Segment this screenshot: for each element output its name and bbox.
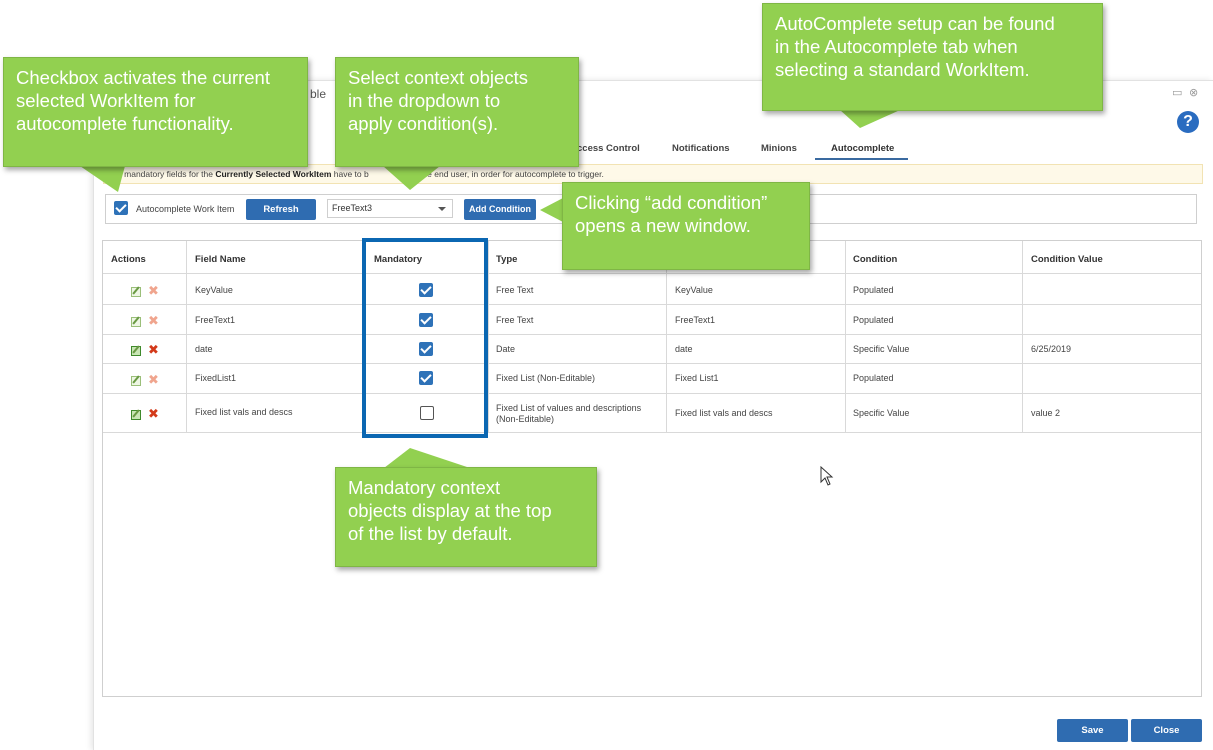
delete-icon[interactable]: ✖: [148, 342, 159, 357]
callout-autocomplete-tab: AutoComplete setup can be found in the A…: [762, 3, 1103, 111]
column-divider: [488, 241, 489, 433]
header-divider: [103, 273, 1201, 274]
tab-access-control[interactable]: ccess Control: [577, 143, 640, 154]
row-field-name: date: [195, 344, 213, 354]
row-context: Fixed list vals and descs: [675, 408, 773, 418]
chevron-down-icon: [438, 207, 446, 211]
tab-notifications[interactable]: Notifications: [672, 143, 730, 154]
row-mandatory-checkbox[interactable]: [419, 371, 433, 385]
row-field-name: FreeText1: [195, 315, 236, 325]
edit-icon[interactable]: [131, 346, 141, 356]
column-divider: [845, 241, 846, 433]
context-select-value: FreeText3: [332, 203, 373, 213]
row-condition: Populated: [853, 285, 894, 295]
window-title-fragment: ble: [310, 87, 327, 101]
row-type: Date: [496, 344, 516, 354]
conditions-table: [102, 240, 1202, 697]
row-field-name: Fixed list vals and descs: [195, 407, 293, 417]
row-condition: Specific Value: [853, 344, 910, 354]
edit-icon[interactable]: [131, 410, 141, 420]
header-type[interactable]: Type: [496, 254, 518, 265]
header-mandatory[interactable]: Mandatory: [374, 254, 423, 265]
tab-minions[interactable]: Minions: [761, 143, 797, 154]
callout-mandatory: Mandatory context objects display at the…: [335, 467, 597, 567]
close-window-icon[interactable]: ⊗: [1189, 87, 1199, 99]
row-mandatory-checkbox[interactable]: [419, 342, 433, 356]
callout-add-condition: Clicking “add condition” opens a new win…: [562, 182, 810, 270]
row-mandatory-checkbox[interactable]: [420, 406, 434, 420]
delete-icon[interactable]: ✖: [148, 372, 159, 387]
row-mandatory-checkbox[interactable]: [419, 313, 433, 327]
row-divider: [103, 304, 1201, 305]
row-type: Fixed List (Non-Editable): [496, 373, 596, 383]
tab-autocomplete[interactable]: Autocomplete: [831, 143, 895, 154]
autocomplete-label: Autocomplete Work Item: [136, 204, 235, 214]
row-divider: [103, 393, 1201, 394]
row-type: Free Text: [496, 285, 534, 295]
close-button[interactable]: Close: [1131, 719, 1202, 742]
row-context: date: [675, 344, 693, 354]
row-condition: Populated: [853, 373, 894, 383]
header-field-name[interactable]: Field Name: [195, 254, 246, 265]
row-condition-value: 6/25/2019: [1031, 344, 1072, 354]
context-object-select[interactable]: FreeText3: [327, 199, 453, 218]
edit-icon[interactable]: [131, 376, 141, 386]
row-context: FreeText1: [675, 315, 716, 325]
row-condition-value: value 2: [1031, 408, 1061, 418]
callout-checkbox: Checkbox activates the current selected …: [3, 57, 308, 167]
mouse-cursor-icon: [820, 466, 834, 486]
row-condition: Populated: [853, 315, 894, 325]
row-divider: [103, 432, 1201, 433]
edit-icon[interactable]: [131, 317, 141, 327]
column-divider: [1022, 241, 1023, 433]
column-divider: [666, 241, 667, 433]
row-condition: Specific Value: [853, 408, 910, 418]
row-context: Fixed List1: [675, 373, 719, 383]
refresh-button[interactable]: Refresh: [246, 199, 316, 220]
row-divider: [103, 334, 1201, 335]
delete-icon[interactable]: ✖: [148, 283, 159, 298]
row-field-name: FixedList1: [195, 373, 237, 383]
row-type: Fixed List of values and descriptions (N…: [496, 403, 642, 424]
active-tab-indicator: [815, 158, 908, 160]
delete-icon[interactable]: ✖: [148, 406, 159, 421]
header-condition-value[interactable]: Condition Value: [1031, 254, 1103, 265]
row-divider: [103, 363, 1201, 364]
add-condition-button[interactable]: Add Condition: [464, 199, 536, 220]
edit-icon[interactable]: [131, 287, 141, 297]
autocomplete-checkbox[interactable]: [114, 201, 128, 215]
column-divider: [186, 241, 187, 433]
row-field-name: KeyValue: [195, 285, 233, 295]
callout-context-objects: Select context objects in the dropdown t…: [335, 57, 579, 167]
row-mandatory-checkbox[interactable]: [419, 283, 433, 297]
save-button[interactable]: Save: [1057, 719, 1128, 742]
row-type: Free Text: [496, 315, 534, 325]
header-actions: Actions: [111, 254, 146, 265]
header-condition[interactable]: Condition: [853, 254, 898, 265]
delete-icon[interactable]: ✖: [148, 313, 159, 328]
minimize-icon[interactable]: ▭: [1172, 87, 1183, 99]
row-context: KeyValue: [675, 285, 713, 295]
help-icon[interactable]: ?: [1177, 111, 1199, 133]
mandatory-column-highlight: [362, 238, 488, 438]
